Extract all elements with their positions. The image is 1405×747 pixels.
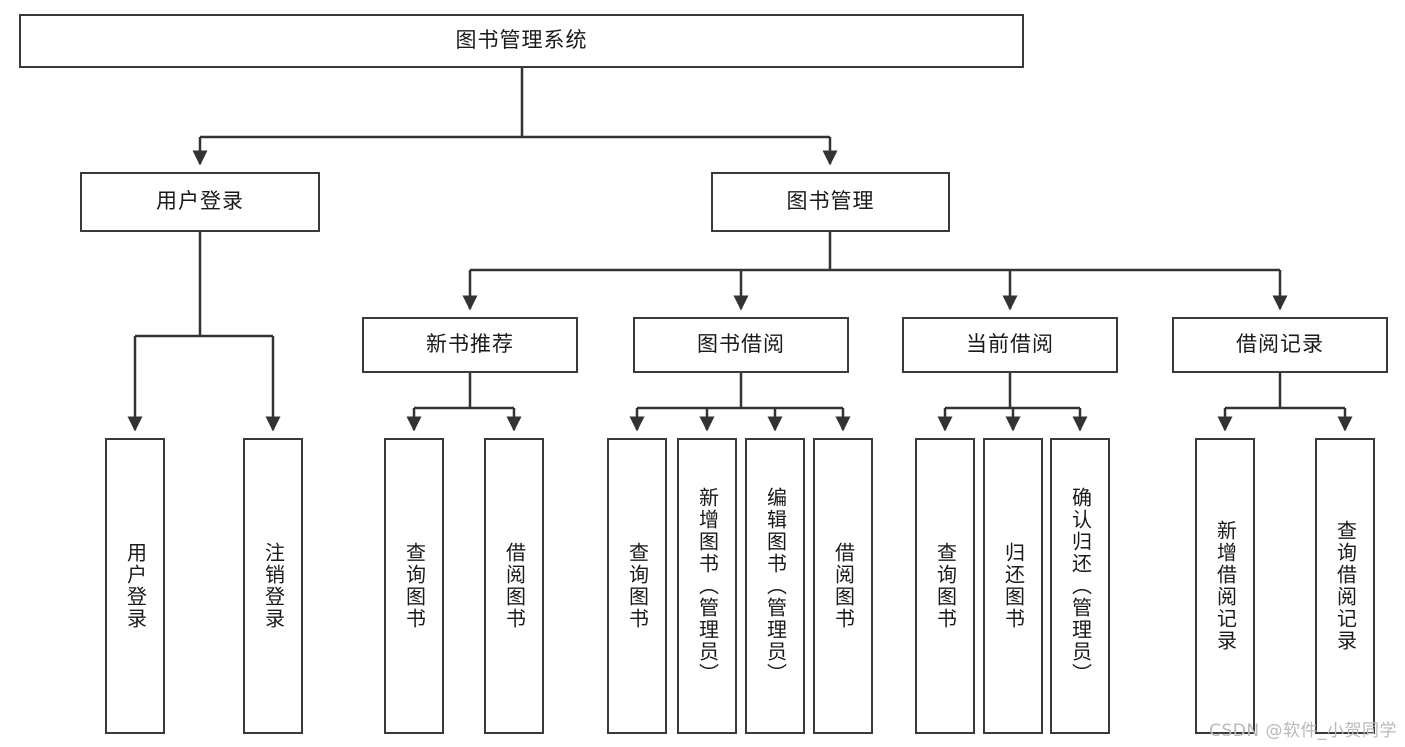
node-leaf-label: 注销登录 [261, 542, 286, 630]
node-borrow-record-label: 借阅记录 [1236, 332, 1324, 357]
node-leaf-label: 借阅图书 [831, 542, 856, 630]
node-leaf-label: 查询图书 [625, 542, 650, 630]
node-user-login[interactable]: 用户登录 [80, 172, 320, 232]
node-root-label: 图书管理系统 [455, 28, 588, 53]
node-leaf-query-book-current[interactable]: 查询图书 [915, 438, 975, 734]
node-leaf-add-book-admin[interactable]: 新增图书（管理员） [677, 438, 737, 734]
node-current-borrow[interactable]: 当前借阅 [902, 317, 1118, 373]
node-leaf-label: 用户登录 [123, 542, 148, 630]
node-book-borrow-label: 图书借阅 [697, 332, 785, 357]
node-book-borrow[interactable]: 图书借阅 [633, 317, 849, 373]
node-leaf-label: 查询图书 [402, 542, 427, 630]
node-leaf-borrow-book[interactable]: 借阅图书 [813, 438, 873, 734]
node-leaf-user-login[interactable]: 用户登录 [105, 438, 165, 734]
node-leaf-label: 新增图书（管理员） [695, 487, 720, 685]
node-leaf-label: 查询借阅记录 [1333, 520, 1358, 652]
node-leaf-label: 归还图书 [1001, 542, 1026, 630]
node-new-book-recommend-label: 新书推荐 [426, 332, 514, 357]
node-leaf-edit-book-admin[interactable]: 编辑图书（管理员） [745, 438, 805, 734]
node-leaf-query-book[interactable]: 查询图书 [607, 438, 667, 734]
node-borrow-record[interactable]: 借阅记录 [1172, 317, 1388, 373]
node-leaf-add-borrow-record[interactable]: 新增借阅记录 [1195, 438, 1255, 734]
node-leaf-label: 新增借阅记录 [1213, 520, 1238, 652]
node-current-borrow-label: 当前借阅 [966, 332, 1054, 357]
node-leaf-borrow-book-new[interactable]: 借阅图书 [484, 438, 544, 734]
node-book-management-label: 图书管理 [786, 189, 875, 214]
node-leaf-logout[interactable]: 注销登录 [243, 438, 303, 734]
node-leaf-label: 确认归还（管理员） [1068, 487, 1093, 685]
node-root[interactable]: 图书管理系统 [19, 14, 1024, 68]
node-leaf-query-borrow-record[interactable]: 查询借阅记录 [1315, 438, 1375, 734]
node-leaf-label: 编辑图书（管理员） [763, 487, 788, 685]
node-book-management[interactable]: 图书管理 [711, 172, 950, 232]
node-leaf-label: 查询图书 [933, 542, 958, 630]
node-new-book-recommend[interactable]: 新书推荐 [362, 317, 578, 373]
node-leaf-query-book-new[interactable]: 查询图书 [384, 438, 444, 734]
node-leaf-confirm-return-admin[interactable]: 确认归还（管理员） [1050, 438, 1110, 734]
node-user-login-label: 用户登录 [156, 189, 244, 214]
node-leaf-label: 借阅图书 [502, 542, 527, 630]
watermark-text: CSDN @软件_小贺同学 [1209, 721, 1397, 741]
node-leaf-return-book[interactable]: 归还图书 [983, 438, 1043, 734]
